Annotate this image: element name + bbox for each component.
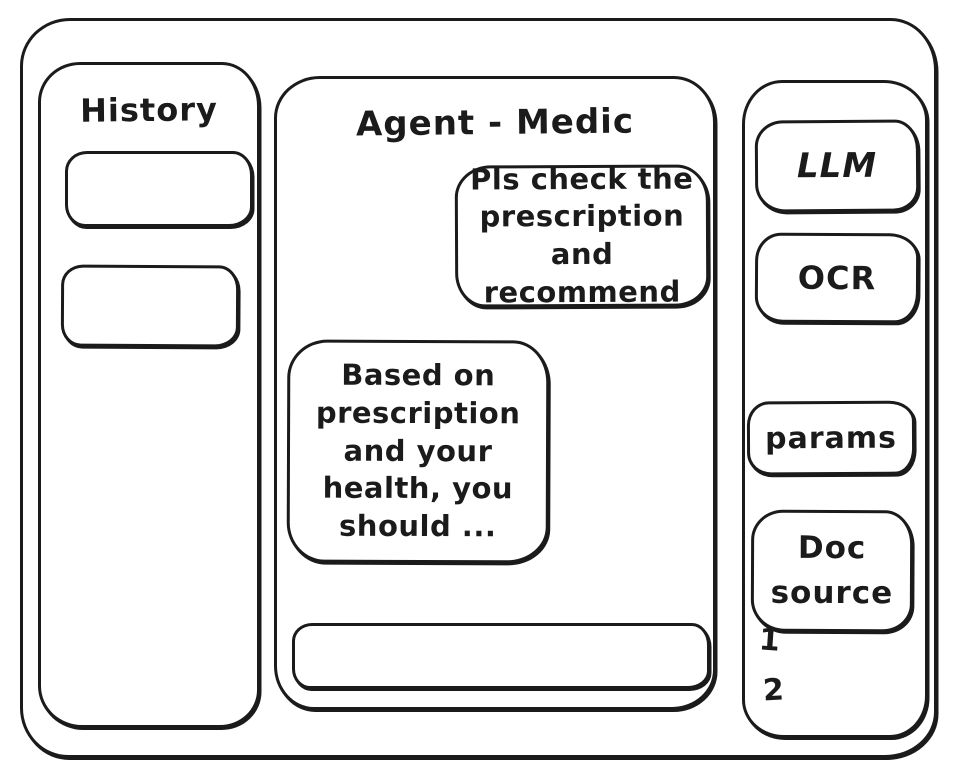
history-item[interactable] xyxy=(65,151,253,227)
doc-source-item-1[interactable]: 1 xyxy=(757,622,782,659)
chat-panel: Agent - Medic Pls check the prescription… xyxy=(274,76,716,710)
agent-message-bubble: Based on prescription and your health, y… xyxy=(286,339,550,564)
history-item[interactable] xyxy=(60,264,240,348)
history-panel: History xyxy=(38,62,260,728)
user-message-bubble: Pls check the prescription and recommend xyxy=(454,161,710,309)
params-button[interactable]: params xyxy=(746,400,916,476)
doc-source-button[interactable]: Doc source xyxy=(750,509,914,633)
chat-panel-title: Agent - Medic xyxy=(355,101,635,145)
tools-panel: LLM OCR params Doc source 1 2 xyxy=(742,80,928,738)
doc-source-item-2[interactable]: 2 xyxy=(762,672,785,709)
ocr-button[interactable]: OCR xyxy=(754,232,920,324)
agent-message-text: Based on prescription and your health, y… xyxy=(315,358,521,544)
user-message-text: Pls check the prescription and recommend xyxy=(470,161,694,310)
message-input[interactable] xyxy=(292,623,710,689)
history-panel-title: History xyxy=(79,90,219,130)
llm-button[interactable]: LLM xyxy=(754,119,920,213)
